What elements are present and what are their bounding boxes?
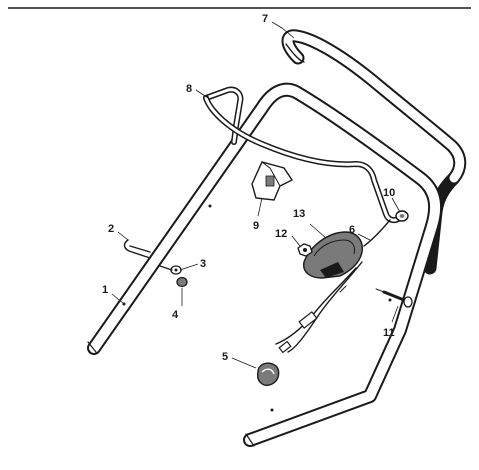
callout-4: 4: [172, 309, 179, 321]
callout-1: 1: [102, 284, 108, 296]
callout-6: 6: [349, 224, 355, 236]
leader-lines: [111, 21, 401, 369]
clip-bracket: [251, 161, 294, 201]
callout-3: 3: [200, 258, 206, 270]
callout-13: 13: [293, 208, 305, 220]
callout-8: 8: [186, 83, 192, 95]
cable-clip: [257, 362, 280, 386]
control-box: [303, 231, 363, 279]
hairpin-clip: [123, 239, 151, 259]
callout-10: 10: [383, 187, 395, 199]
callout-11: 11: [383, 327, 395, 339]
callout-7: 7: [262, 13, 268, 25]
bolt: [375, 288, 413, 308]
callout-5: 5: [222, 351, 228, 363]
callout-12: 12: [275, 228, 287, 240]
callout-2: 2: [108, 223, 114, 235]
bushing: [395, 210, 409, 222]
nut: [297, 243, 313, 257]
control-bail-rod: [203, 86, 403, 224]
washer: [159, 265, 182, 275]
callout-9: 9: [253, 220, 259, 232]
knob: [176, 276, 188, 288]
control-cable: [275, 219, 391, 354]
lower-handle-frame: [87, 82, 443, 447]
